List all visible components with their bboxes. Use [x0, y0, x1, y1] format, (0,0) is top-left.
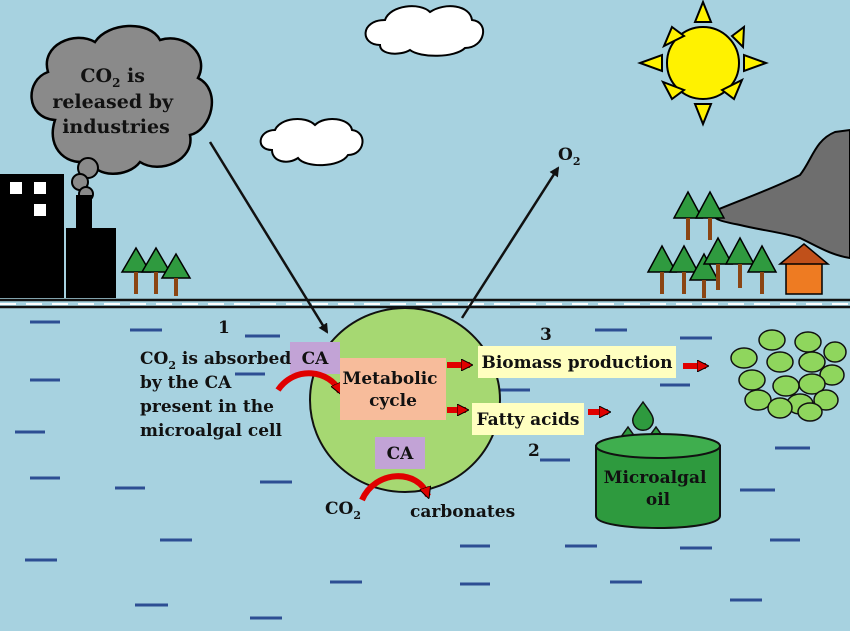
step-2-number: 2 — [528, 441, 540, 461]
smoke-cloud-icon — [30, 24, 214, 175]
co2-input-arrow — [208, 141, 329, 334]
water-surface-line — [0, 298, 850, 309]
biomass-production-label: Biomass production — [481, 353, 672, 373]
ca-top-curved-arrow — [275, 370, 343, 392]
o2-output-arrow — [460, 166, 560, 319]
ca-label-top: CA — [302, 349, 330, 369]
ca-box-bottom — [375, 437, 425, 469]
trees-left — [120, 246, 192, 296]
step-3-number: 3 — [540, 325, 552, 345]
ca-label-bottom: CA — [387, 444, 415, 464]
ca-bottom-curved-arrow — [359, 473, 428, 502]
carbonates-label: carbonates — [410, 502, 515, 522]
fatty-acids-box — [472, 403, 584, 435]
fatty-acids-label: Fatty acids — [477, 410, 580, 430]
sun-icon — [637, 0, 769, 127]
water-ripples — [15, 320, 810, 620]
factory-icon — [0, 174, 116, 298]
o2-label: O2 — [558, 145, 580, 168]
step-1-text: 1 CO2 is absorbed by the CA present in t… — [140, 318, 297, 441]
cloud-top — [364, 5, 485, 57]
cloud-text: CO2 is released by industries — [52, 65, 179, 138]
metabolic-cycle-box — [340, 358, 446, 420]
trees-right — [646, 190, 778, 298]
biomass-production-box — [478, 346, 676, 378]
house-icon — [777, 243, 831, 295]
ca-box-top — [290, 342, 340, 374]
co2-bottom-label: CO2 — [325, 499, 361, 522]
microalgal-oil-label: Microalgal oil — [604, 468, 713, 510]
cloud-middle — [259, 118, 364, 167]
algae-cells-cluster — [730, 329, 847, 422]
oil-drum-icon — [595, 433, 721, 529]
metabolic-cycle-label: Metabolic cycle — [343, 369, 444, 411]
smoke-plume-right — [710, 128, 850, 260]
